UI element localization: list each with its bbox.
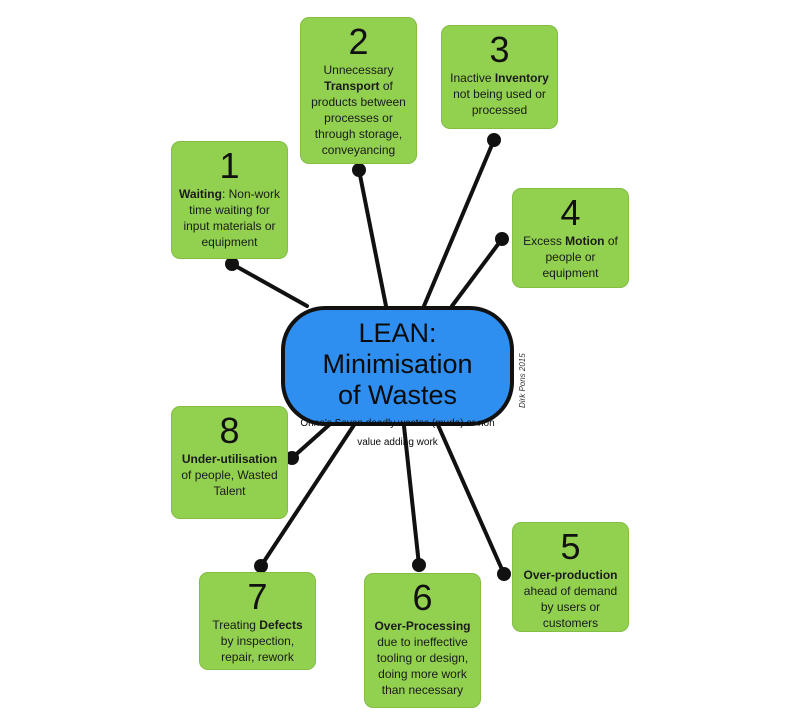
connector-dot-3: [487, 133, 501, 147]
waste-keyword: Motion: [565, 234, 605, 248]
waste-number: 7: [247, 576, 268, 617]
connector-dot-6: [412, 558, 426, 572]
central-subtitle: Ohno’s Seven deadly wastes (muda) or non…: [300, 418, 495, 448]
connector-dot-4: [495, 232, 509, 246]
waste-keyword: Defects: [259, 618, 303, 632]
waste-description: Over-production ahead of demand by users…: [523, 568, 618, 630]
waste-description: Waiting: Non-work time waiting for input…: [179, 187, 280, 249]
central-concept: LEAN: Minimisation of Wastes Ohno’s Seve…: [281, 306, 514, 448]
connector-dot-8: [285, 451, 299, 465]
waste-keyword: Over-Processing: [374, 619, 471, 633]
connector-dot-5: [497, 567, 511, 581]
waste-box-5: 5 Over-production ahead of demand by use…: [512, 522, 629, 632]
connector-dot-2: [352, 163, 366, 177]
connector-1: [230, 262, 309, 308]
waste-box-4: 4 Excess Motion of people or equipment: [512, 188, 629, 288]
waste-box-6: 6 Over-Processing due to ineffective too…: [364, 573, 481, 708]
waste-description: Under-utilisation of people, Wasted Tale…: [181, 452, 278, 498]
waste-description: Unnecessary Transport of products betwee…: [311, 63, 406, 157]
waste-keyword: Transport: [324, 79, 380, 93]
connector-8: [290, 423, 331, 460]
waste-number: 3: [489, 29, 510, 70]
waste-description: Excess Motion of people or equipment: [523, 234, 618, 280]
connector-4: [450, 237, 504, 308]
waste-number: 2: [348, 21, 369, 62]
waste-keyword: Over-production: [523, 568, 618, 582]
waste-keyword: Waiting: [179, 187, 222, 201]
waste-keyword: Under-utilisation: [181, 452, 278, 466]
waste-number: 4: [560, 192, 581, 233]
central-title-line2: of Wastes: [337, 380, 458, 410]
waste-box-3: 3 Inactive Inventory not being used or p…: [441, 25, 558, 129]
waste-description: Inactive Inventory not being used or pro…: [450, 71, 549, 117]
waste-number: 5: [560, 526, 581, 567]
connector-5: [436, 423, 506, 576]
connector-7: [259, 423, 356, 568]
connector-2: [357, 168, 388, 308]
waste-box-2: 2 Unnecessary Transport of products betw…: [300, 17, 417, 164]
connector-dot-7: [254, 559, 268, 573]
central-title-line1: LEAN: Minimisation: [322, 318, 473, 379]
waste-number: 8: [219, 410, 240, 451]
connector-6: [402, 424, 421, 567]
waste-description: Over-Processing due to ineffective tooli…: [374, 619, 471, 697]
waste-box-8: 8 Under-utilisation of people, Wasted Ta…: [171, 406, 288, 519]
waste-number: 6: [412, 577, 433, 618]
waste-description: Treating Defects by inspection, repair, …: [212, 618, 303, 664]
connector-3: [422, 138, 496, 308]
waste-box-1: 1 Waiting: Non-work time waiting for inp…: [171, 141, 288, 259]
connector-dot-1: [225, 257, 239, 271]
waste-number: 1: [219, 145, 240, 186]
waste-keyword: Inventory: [494, 71, 549, 85]
waste-box-7: 7 Treating Defects by inspection, repair…: [199, 572, 316, 670]
author-credit: Dirk Pons 2015: [518, 353, 527, 408]
